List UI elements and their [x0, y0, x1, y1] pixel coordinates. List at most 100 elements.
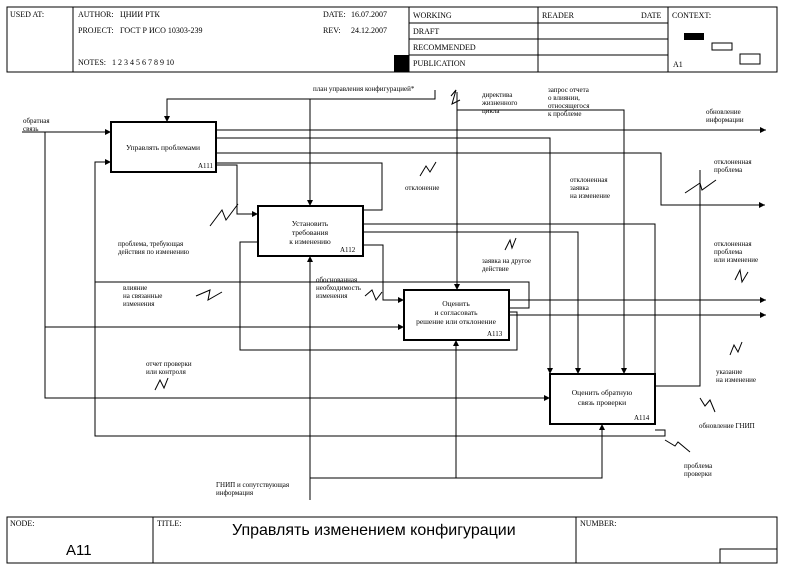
box-label: связь проверки	[578, 398, 626, 407]
label-gnip: информация	[216, 489, 254, 497]
label-request: о влиянии,	[548, 94, 580, 102]
box-label: Оценить	[442, 299, 470, 308]
label-request: запрос отчета	[548, 86, 590, 94]
context-node: A1	[673, 60, 683, 69]
label-problem-action: проблема, требующая	[118, 240, 184, 248]
arrow-gnip-a114	[310, 424, 605, 479]
leader-squiggle	[195, 289, 223, 301]
author-label: AUTHOR:	[78, 10, 114, 19]
label-request: к проблеме	[548, 110, 581, 118]
label-rejected-request: на изменение	[570, 192, 610, 200]
arrow-gnip-a113	[310, 340, 459, 479]
leader-squiggle	[734, 268, 749, 284]
arrow-directive-a114	[457, 109, 627, 374]
label-change-directive: на изменение	[716, 376, 756, 384]
label-rejected-problem: проблема	[714, 166, 743, 174]
box-number: A112	[340, 246, 356, 254]
label-gnip: ГНИП и сопутствующая	[216, 481, 290, 489]
status-draft: DRAFT	[413, 27, 439, 36]
label-rejected-request: заявка	[570, 184, 590, 192]
label-rejected-problem: отклоненная	[714, 158, 752, 166]
leader-squiggle	[504, 237, 517, 251]
arrow-feedback-branch	[44, 132, 550, 401]
box-label: и согласовать	[434, 308, 478, 317]
box-label: требования	[292, 228, 329, 237]
author-value: ЦНИИ РТК	[120, 10, 161, 19]
leader-squiggle	[154, 377, 169, 391]
label-rejected-change: проблема	[714, 248, 743, 256]
reader-label: READER	[542, 11, 575, 20]
activity-box-a113: Оценить и согласовать решение или отклон…	[403, 289, 510, 341]
leader-squiggle	[729, 341, 743, 356]
title-label: TITLE:	[157, 519, 181, 528]
box-number: A114	[634, 414, 650, 422]
leader-squiggle	[684, 179, 717, 194]
context-box	[739, 53, 761, 65]
box-label: решение или отклонение	[416, 317, 496, 326]
node-value: A11	[66, 542, 92, 559]
label-rejected-change: отклоненная	[714, 240, 752, 248]
arrow-plan-control	[164, 90, 436, 122]
label-check-problem: проблема	[684, 462, 713, 470]
project-label: PROJECT:	[78, 26, 114, 35]
label-related-changes: влияние	[123, 284, 147, 292]
box-number: A111	[198, 162, 214, 170]
leader-squiggle	[209, 203, 239, 227]
label-rejection: отклонение	[405, 184, 439, 192]
arrow-related-changes	[239, 241, 518, 351]
arrow-gnip-update	[655, 170, 701, 387]
label-rejected-request: отклоненная	[570, 176, 608, 184]
arrow-a112-out-other	[363, 231, 581, 374]
leader-squiggle	[364, 289, 383, 302]
leader-squiggle	[699, 397, 716, 413]
label-directive: жизненного	[481, 99, 518, 107]
reader-date-label: DATE	[641, 11, 662, 20]
arrow-problem-to-a112	[216, 164, 258, 217]
status-recommended: RECOMMENDED	[413, 43, 476, 52]
arrow-check-problem	[94, 282, 666, 437]
node-label: NODE:	[10, 519, 34, 528]
activity-box-a112: Установить требования к изменению A112	[257, 205, 364, 257]
label-update-info: обновление	[706, 108, 741, 116]
notes-value: 1 2 3 4 5 6 7 8 9 10	[112, 58, 174, 67]
label-rejected-change: или изменение	[714, 256, 758, 264]
label-feedback: обратная	[23, 117, 50, 125]
label-related-changes: на связанные	[123, 292, 162, 300]
label-other-action: действие	[482, 265, 509, 273]
label-plan: план управления конфигурацией*	[313, 85, 415, 93]
arrow-rejected-problem	[216, 152, 765, 208]
date-value: 16.07.2007	[351, 10, 387, 19]
label-justified-need: необходимость	[316, 284, 361, 292]
context-box	[711, 42, 733, 51]
arrow-labels: обратная связь план управления конфигура…	[23, 85, 758, 497]
context-box-selected	[684, 33, 704, 40]
number-label: NUMBER:	[580, 519, 616, 528]
date-label: DATE:	[323, 10, 346, 19]
arrow-a112-out-right	[363, 223, 656, 374]
footer-frame	[6, 516, 778, 564]
box-label: к изменению	[289, 237, 331, 246]
label-gnip-update: обновление ГНИП	[699, 422, 755, 430]
box-label: Управлять проблемами	[126, 143, 200, 152]
label-feedback: связь	[23, 125, 39, 133]
used-at-label: USED AT:	[10, 10, 44, 19]
header-frame	[6, 6, 778, 73]
arrow-a113-loop	[94, 159, 530, 309]
status-working: WORKING	[413, 11, 452, 20]
publication-marker	[394, 55, 409, 72]
label-check-report: отчет проверки	[146, 360, 192, 368]
label-other-action: заявка на другое	[482, 257, 531, 265]
leader-squiggle	[419, 161, 437, 177]
label-update-info: информации	[706, 116, 744, 124]
project-value: ГОСТ Р ИСО 10303-239	[120, 26, 203, 35]
arrow-rejection	[216, 162, 383, 211]
label-justified-need: обоснованная	[316, 276, 358, 284]
label-justified-need: изменения	[316, 292, 348, 300]
arrow-justified-need	[363, 244, 404, 303]
rev-label: REV:	[323, 26, 341, 35]
arrow-impact-request	[216, 137, 553, 374]
label-directive: директива	[482, 91, 513, 99]
label-request: относящегося	[548, 102, 590, 110]
notes-label: NOTES:	[78, 58, 106, 67]
activity-box-a114: Оценить обратную связь проверки A114	[549, 373, 656, 425]
